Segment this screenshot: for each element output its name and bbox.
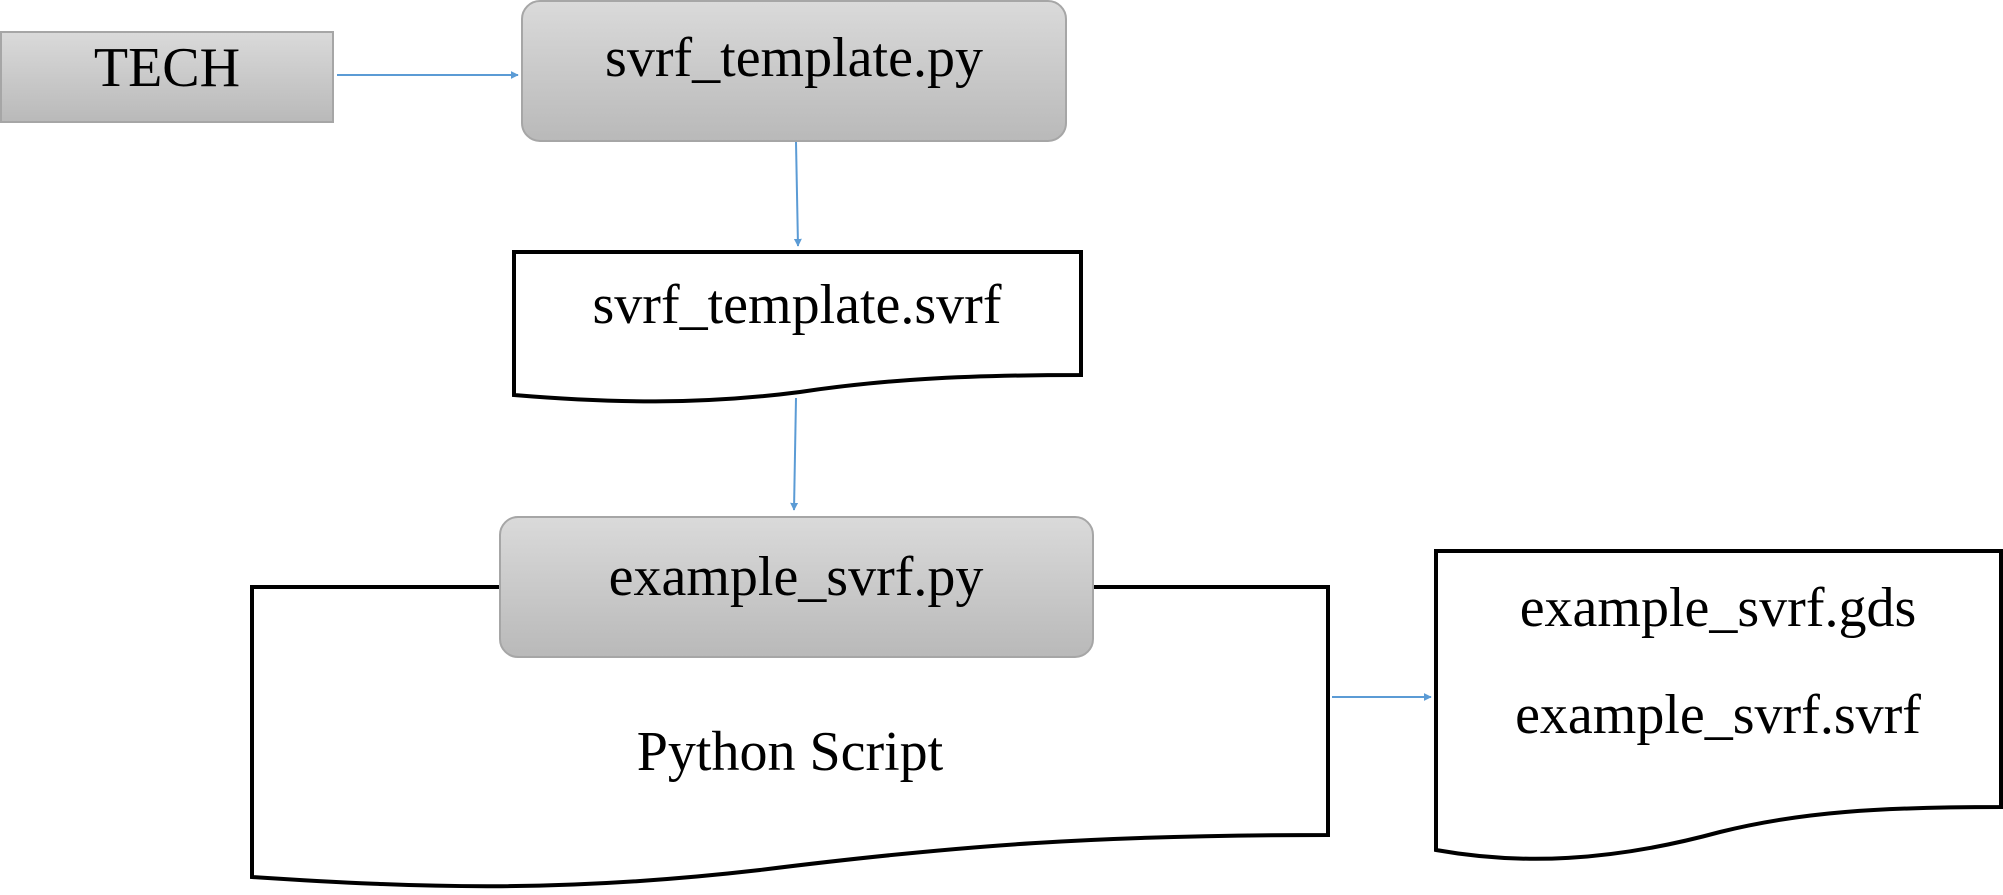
- arrow-template-svrf-to-example-py: [790, 397, 799, 511]
- svrf-template-py-label: svrf_template.py: [605, 27, 983, 89]
- svrf-template-py-box: svrf_template.py: [521, 0, 1067, 142]
- outputs-document: example_svrf.gds example_svrf.svrf: [1434, 549, 2003, 861]
- python-script-label: Python Script: [637, 721, 944, 783]
- example-svrf-py-label: example_svrf.py: [609, 546, 984, 608]
- tech-label: TECH: [94, 37, 240, 99]
- arrow-template-py-to-template-svrf: [793, 141, 802, 247]
- python-script-document: Python Script: [250, 585, 1330, 889]
- example-svrf-py-box: example_svrf.py: [499, 516, 1094, 658]
- svrf-template-svrf-label: svrf_template.svrf: [593, 274, 1002, 336]
- output-gds-label: example_svrf.gds: [1520, 577, 1917, 639]
- connectors: [337, 71, 1432, 701]
- svrf-template-svrf-document: svrf_template.svrf: [512, 250, 1083, 404]
- tech-box: TECH: [0, 31, 334, 123]
- output-svrf-label: example_svrf.svrf: [1515, 684, 1921, 746]
